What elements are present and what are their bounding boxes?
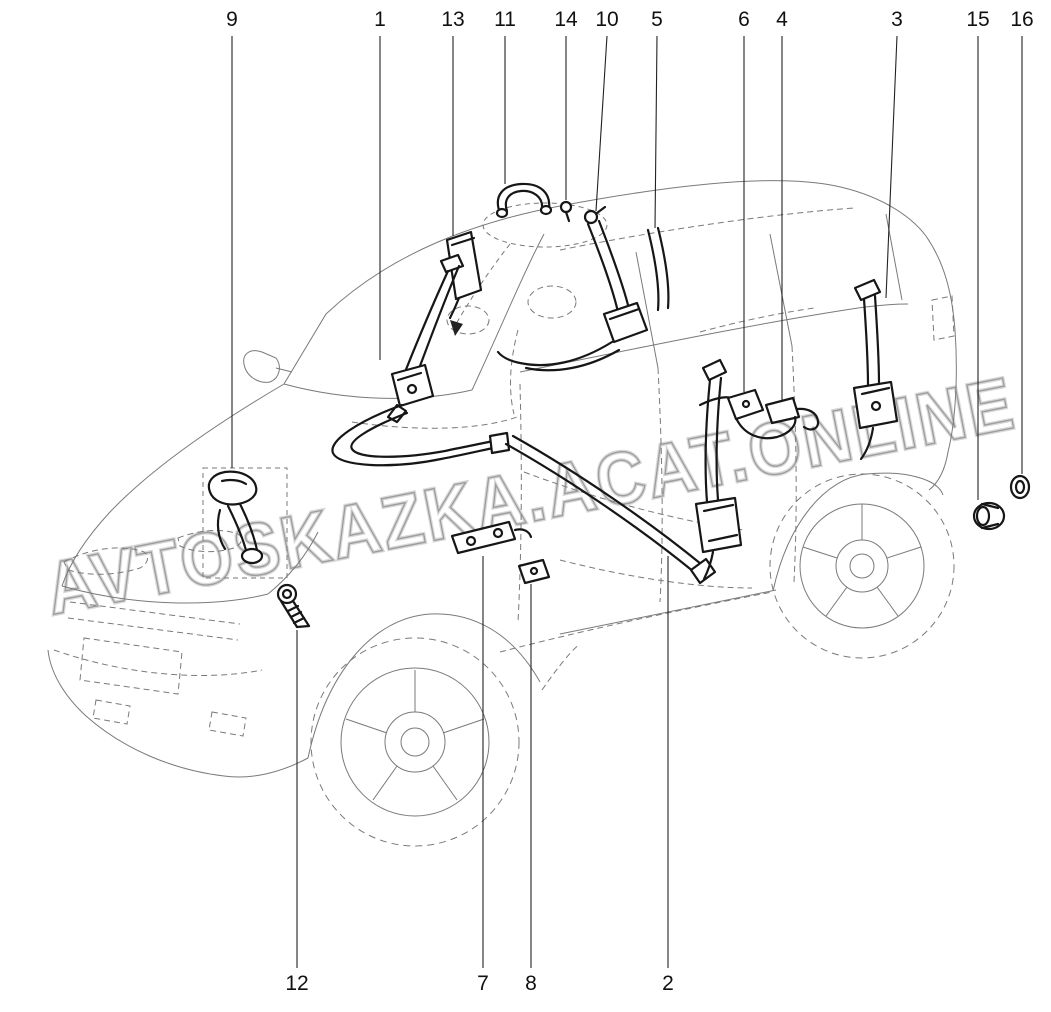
- front-wheel: [310, 637, 520, 847]
- callout-label-5: 5: [651, 8, 663, 31]
- part-14-screw: [559, 200, 573, 223]
- part-15-plug-bolt: [972, 501, 1006, 531]
- rear-wheel: [769, 473, 955, 659]
- callout-label-8: 8: [525, 972, 537, 995]
- callout-label-7: 7: [477, 972, 489, 995]
- part-11-guide-handle: [495, 182, 553, 219]
- part-7-anchor-bracket: [450, 520, 533, 555]
- callout-label-10: 10: [595, 8, 619, 31]
- car-outline: [47, 180, 957, 847]
- callout-label-14: 14: [554, 8, 578, 31]
- part-8-sill-bracket: [517, 558, 551, 585]
- part-2-mid-belt: [694, 358, 743, 581]
- callout-label-1: 1: [374, 8, 386, 31]
- callout-label-15: 15: [966, 8, 990, 31]
- part-5-rear-belt: [496, 219, 717, 585]
- part-3-right-belt: [852, 278, 899, 461]
- part-6-4-center-buckles: [698, 388, 820, 440]
- seatbelt-parts: [207, 182, 1031, 629]
- callout-label-6: 6: [738, 8, 750, 31]
- callout-label-11: 11: [494, 8, 516, 31]
- callout-label-2: 2: [662, 972, 674, 995]
- part-9-buckle: [207, 470, 264, 565]
- placement-arrowhead: [450, 320, 463, 336]
- part-10-fitting: [583, 205, 607, 225]
- part-12-bolt: [276, 583, 311, 629]
- callout-label-9: 9: [226, 8, 238, 31]
- callout-label-16: 16: [1010, 8, 1034, 31]
- part-9-dashed-box: [202, 467, 288, 579]
- detail-bubble: [455, 202, 608, 325]
- car-hidden-lines: [53, 207, 955, 737]
- leader-lines: [231, 35, 1023, 968]
- callout-label-4: 4: [776, 8, 788, 31]
- part-16-washer: [1009, 474, 1031, 500]
- part-1-front-belt-assembly: [331, 253, 511, 467]
- callout-label-3: 3: [891, 8, 903, 31]
- callout-label-12: 12: [285, 972, 309, 995]
- part-13-retractor: [445, 230, 483, 320]
- callout-label-13: 13: [441, 8, 465, 31]
